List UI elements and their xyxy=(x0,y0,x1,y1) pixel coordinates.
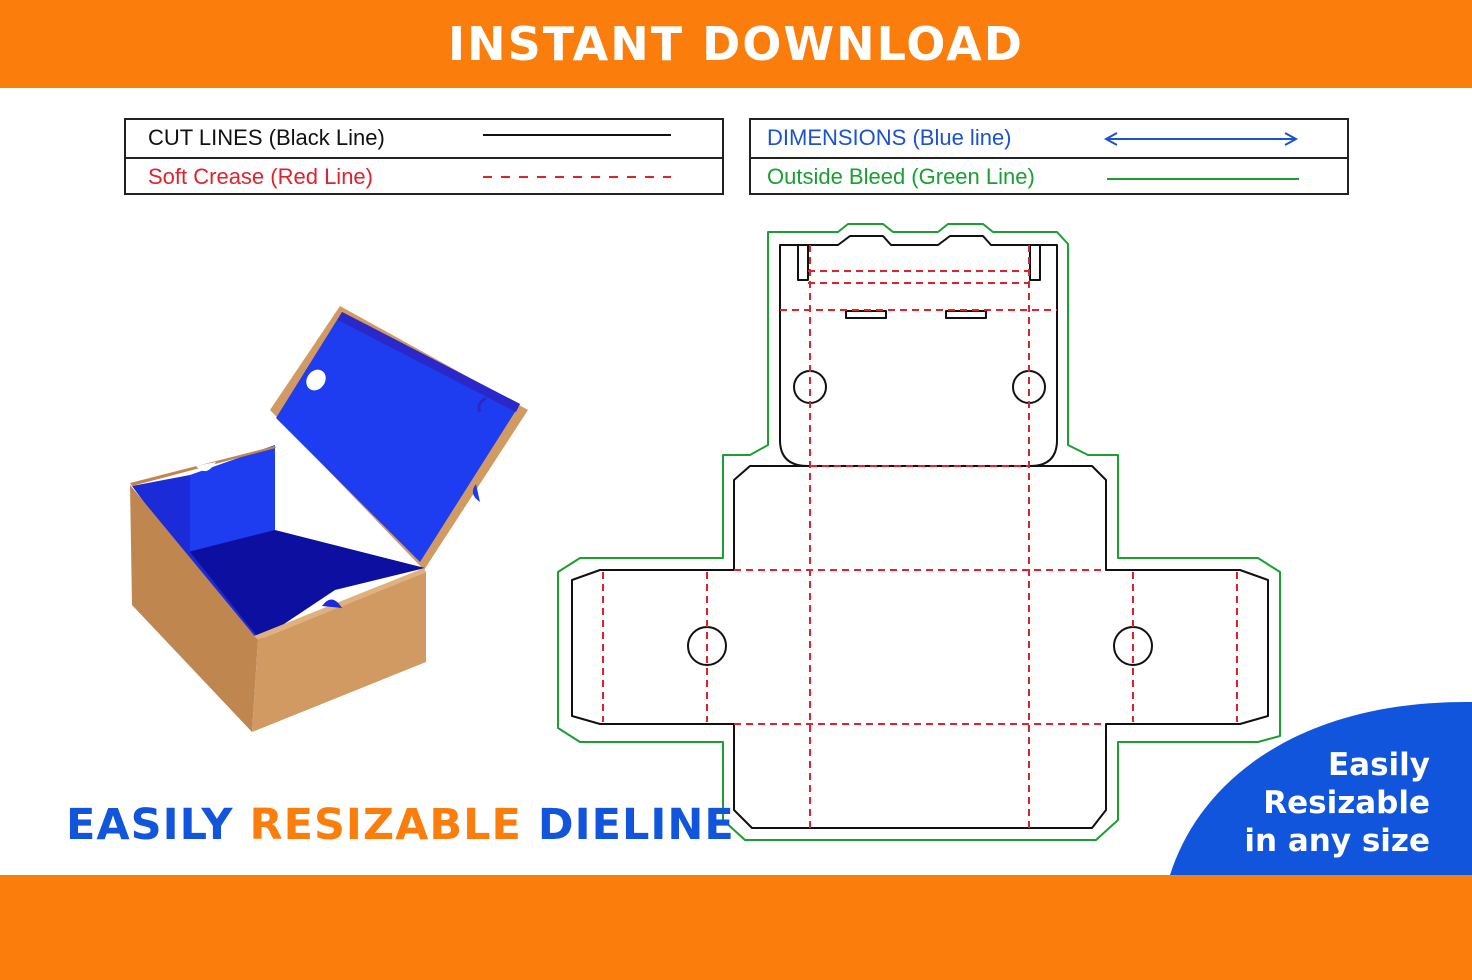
cut-main-body xyxy=(571,465,1269,829)
legend-row-crease: Soft Crease (Red Line) xyxy=(126,157,722,195)
dieline-cut-lines xyxy=(571,235,1269,829)
box-inner-floor xyxy=(188,530,425,640)
cut-hole-top-left xyxy=(793,370,827,404)
legend-row-dimensions: DIMENSIONS (Blue line) xyxy=(751,120,1347,156)
cut-top-tab-right xyxy=(1029,245,1041,281)
box-lid-outer xyxy=(270,306,528,570)
tagline-dieline: DIELINE xyxy=(537,800,735,850)
legend-cut-label: CUT LINES (Black Line) xyxy=(148,125,385,150)
box-notch-side xyxy=(472,484,480,502)
dieline-crease-lines xyxy=(602,245,1238,828)
box-lid-notch xyxy=(477,396,487,413)
cut-slot-right xyxy=(945,310,987,319)
cut-top-tab-left xyxy=(797,245,809,281)
box-3d-illustration xyxy=(130,306,528,732)
footer-banner xyxy=(0,875,1472,980)
box-lid-edge xyxy=(338,312,520,412)
corner-line-2: Resizable xyxy=(1263,785,1430,821)
legend-crease-label: Soft Crease (Red Line) xyxy=(148,164,373,189)
tagline: EASILY RESIZABLE DIELINE xyxy=(66,800,735,850)
bleed-line-sample xyxy=(1107,178,1299,180)
cut-hole-right xyxy=(1113,626,1153,666)
box-inner-left xyxy=(132,475,260,645)
box-back-wall xyxy=(190,445,275,552)
box-lid-hole xyxy=(306,369,326,391)
legend-row-bleed: Outside Bleed (Green Line) xyxy=(751,157,1347,195)
dieline-drawing xyxy=(557,223,1281,841)
cut-line-sample xyxy=(483,134,671,136)
legend-right: DIMENSIONS (Blue line) Outside Bleed (Gr… xyxy=(749,118,1349,195)
box-rim-back xyxy=(130,446,276,486)
legend-row-cut: CUT LINES (Black Line) xyxy=(126,120,722,156)
corner-line-1: Easily xyxy=(1327,747,1430,783)
header-title: INSTANT DOWNLOAD xyxy=(448,17,1024,71)
header-banner: INSTANT DOWNLOAD xyxy=(0,0,1472,88)
legend-left: CUT LINES (Black Line) Soft Crease (Red … xyxy=(124,118,724,195)
corner-line-3: in any size xyxy=(1244,823,1430,859)
tagline-resizable: RESIZABLE xyxy=(249,800,522,850)
box-front-left-wall xyxy=(130,485,258,732)
box-notch-front xyxy=(322,599,342,608)
corner-badge-text: Easily Resizable in any size xyxy=(1190,746,1430,860)
box-notch-back xyxy=(196,462,216,472)
cut-hole-top-right xyxy=(1012,370,1046,404)
dieline-bleed-outline xyxy=(557,223,1281,841)
cut-slot-left xyxy=(845,310,887,319)
box-front-right-wall xyxy=(252,572,426,732)
box-lid-inner xyxy=(276,312,520,562)
cut-hole-left xyxy=(687,626,727,666)
cut-top-flap xyxy=(779,235,1058,467)
tagline-easily: EASILY xyxy=(66,800,234,850)
crease-line-sample xyxy=(483,176,671,178)
dimension-arrow-sample xyxy=(1103,132,1299,146)
legend-bleed-label: Outside Bleed (Green Line) xyxy=(767,164,1035,189)
box-rim-front xyxy=(254,568,426,640)
legend-dimensions-label: DIMENSIONS (Blue line) xyxy=(767,125,1012,150)
